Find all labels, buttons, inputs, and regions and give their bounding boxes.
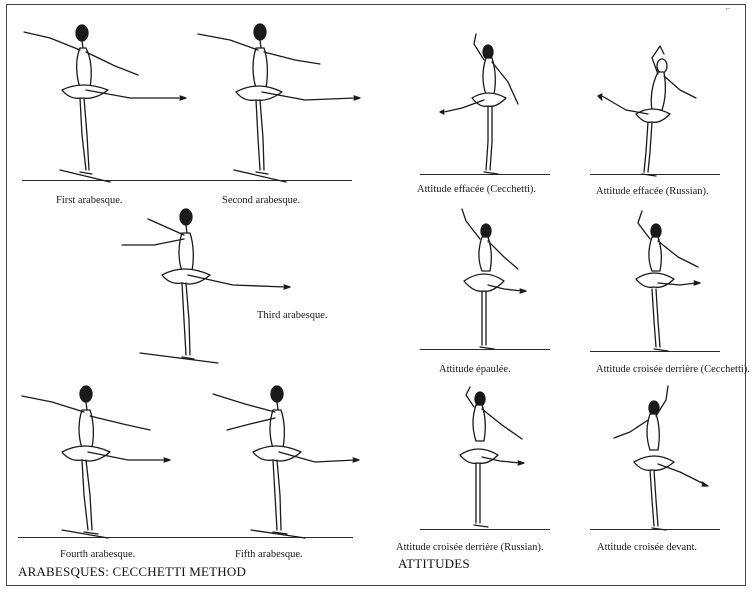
dancer-figure-attitude-effacee-russian <box>596 40 706 180</box>
caption-fourth-arabesque: Fourth arabesque. <box>60 549 135 560</box>
caption-third-arabesque: Third arabesque. <box>257 310 328 321</box>
dancer-figure-attitude-croisee-derriere-cecchetti <box>620 205 720 355</box>
section-title-attitudes: ATTITUDES <box>398 556 470 572</box>
corner-mark: ⌐ <box>726 4 731 13</box>
caption-first-arabesque: First arabesque. <box>56 195 122 206</box>
dancer-figure-attitude-effacee-cecchetti <box>440 30 540 180</box>
caption-attitude-croisee-derriere-russian: Attitude croisée derrière (Russian). <box>396 542 544 553</box>
caption-attitude-croisee-devant: Attitude croisée devant. <box>597 542 697 553</box>
section-title-arabesques: ARABESQUES: CECCHETTI METHOD <box>18 564 246 580</box>
caption-attitude-effacee-russian: Attitude effacée (Russian). <box>596 186 709 197</box>
caption-attitude-croisee-derriere-cecchetti: Attitude croisée derrière (Cecchetti). <box>596 364 750 375</box>
dancer-figure-third-arabesque <box>118 205 293 365</box>
dancer-figure-fifth-arabesque <box>205 380 370 540</box>
caption-attitude-effacee-cecchetti: Attitude effacée (Cecchetti). <box>417 184 536 195</box>
dancer-figure-second-arabesque <box>190 20 365 185</box>
caption-fifth-arabesque: Fifth arabesque. <box>235 549 303 560</box>
caption-attitude-epaulee: Attitude épaulée. <box>439 364 511 375</box>
dancer-figure-first-arabesque <box>20 20 190 185</box>
dancer-figure-attitude-croisee-devant <box>610 380 720 535</box>
dancer-figure-attitude-epaulee <box>442 205 542 355</box>
dancer-figure-attitude-croisee-derriere-russian <box>440 385 540 535</box>
dancer-figure-fourth-arabesque <box>18 380 193 540</box>
